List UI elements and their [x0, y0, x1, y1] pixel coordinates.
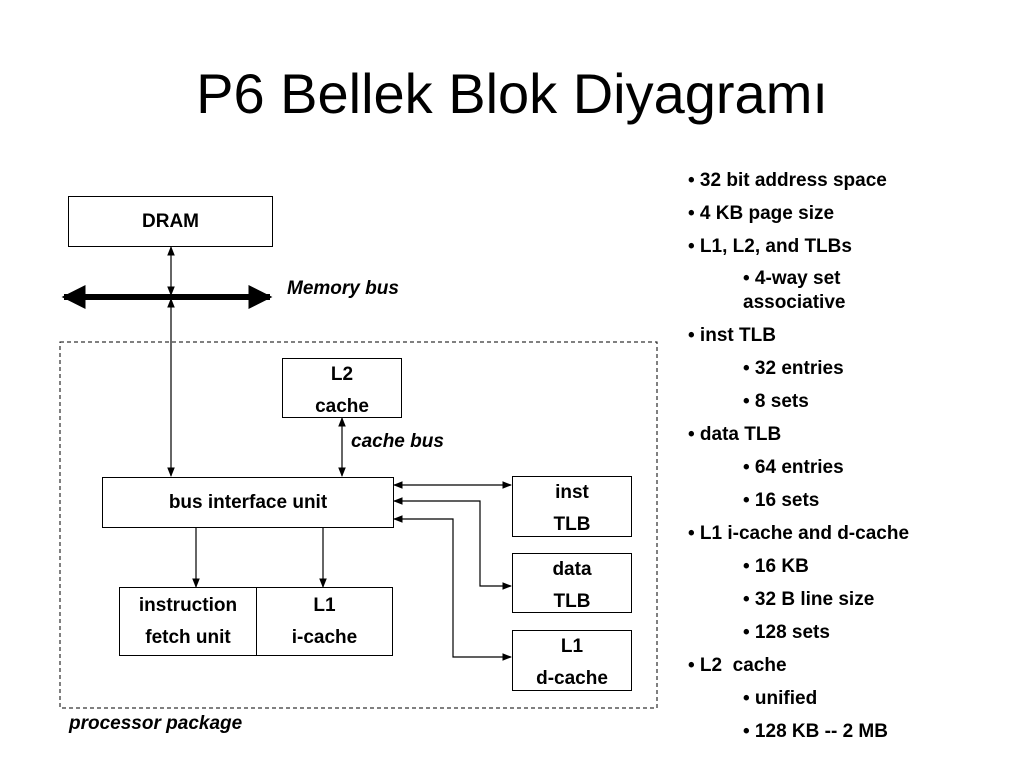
l1-dcache-box: L1 d-cache — [512, 630, 632, 691]
bullet-subitem: • 32 entries — [743, 358, 844, 379]
data-tlb-label-line1: data — [552, 559, 592, 580]
bullet-subitem: • 128 sets — [743, 622, 830, 643]
bullet-subitem: • 16 sets — [743, 490, 820, 511]
l1-dcache-label-line2: d-cache — [536, 668, 608, 689]
bullet-subitem: • 8 sets — [743, 391, 809, 412]
inst-tlb-label-line2: TLB — [553, 514, 591, 535]
bullet-subitem: • unified — [743, 688, 818, 709]
l1-icache-box: L1 i-cache — [256, 587, 393, 656]
dram-box: DRAM — [68, 196, 273, 247]
bullet-subitem: • 32 B line size — [743, 589, 875, 610]
inst-tlb-label-line1: inst — [555, 482, 589, 503]
bullet-item: • 32 bit address space — [688, 170, 887, 191]
bullet-item: • data TLB — [688, 424, 782, 445]
data-tlb-label-line2: TLB — [553, 591, 591, 612]
cache-bus-label: cache bus — [351, 431, 444, 452]
instruction-fetch-label-line1: instruction — [138, 595, 238, 616]
dram-label: DRAM — [142, 211, 199, 232]
bus-interface-unit-box: bus interface unit — [102, 477, 394, 528]
bullet-item: • inst TLB — [688, 325, 776, 346]
l1-icache-label-line1: L1 — [313, 595, 336, 616]
l1-icache-label-line2: i-cache — [291, 627, 358, 648]
memory-bus-label: Memory bus — [287, 278, 399, 299]
l2-cache-label-line2: cache — [315, 396, 369, 417]
bullet-item: • L1 i-cache and d-cache — [688, 523, 910, 544]
l2-cache-label-line1: L2 — [330, 364, 354, 385]
inst-tlb-box: inst TLB — [512, 476, 632, 537]
bus-interface-unit-label: bus interface unit — [168, 492, 328, 513]
biu-dcache-connector — [393, 515, 512, 661]
bullet-item: • L2 cache — [688, 655, 787, 676]
bullet-subitem: • 16 KB — [743, 556, 809, 577]
l2-cache-box: L2 cache — [282, 358, 402, 418]
bullet-subitem: • 4-way set associative — [743, 268, 846, 313]
l1-dcache-label-line1: L1 — [560, 636, 584, 657]
bullet-item: • L1, L2, and TLBs — [688, 236, 852, 257]
bullet-item: • 4 KB page size — [688, 203, 835, 224]
processor-package-label: processor package — [69, 713, 243, 734]
bullet-subitem: • 64 entries — [743, 457, 844, 478]
bullet-list: • 32 bit address space • 4 KB page size … — [688, 164, 1018, 748]
data-tlb-box: data TLB — [512, 553, 632, 613]
instruction-fetch-label-line2: fetch unit — [145, 627, 231, 648]
page-title: P6 Bellek Blok Diyagramı — [196, 62, 828, 125]
instruction-fetch-unit-box: instruction fetch unit — [119, 587, 257, 656]
bullet-subitem: • 128 KB -- 2 MB — [743, 721, 888, 742]
processor-package-boundary — [59, 341, 658, 709]
